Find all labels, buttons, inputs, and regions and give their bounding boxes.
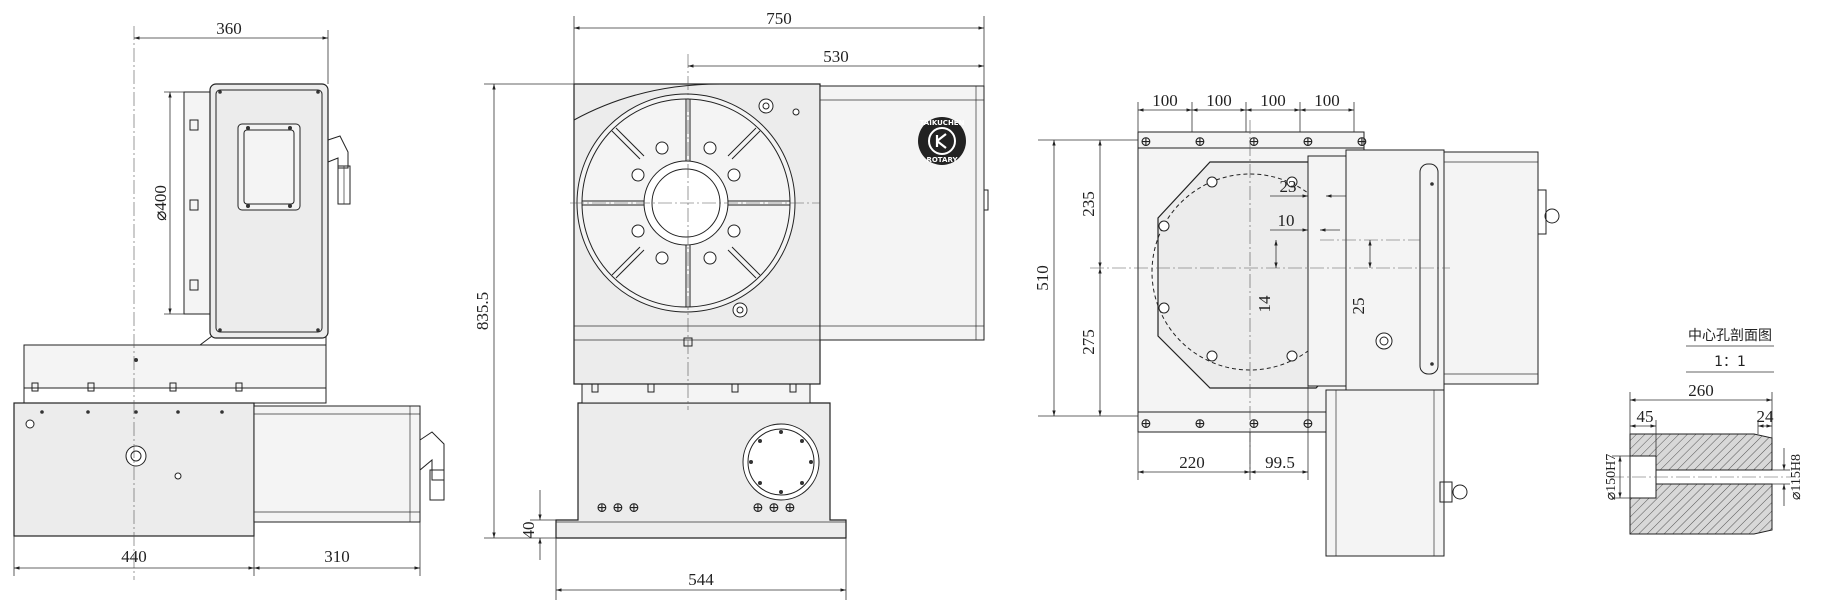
side-motor-housing <box>253 405 421 523</box>
side-rotary-head <box>209 83 329 339</box>
dim-top-pitch-4: 100 <box>1314 91 1340 110</box>
dim-top-10: 10 <box>1278 211 1295 230</box>
front-faceplate-bolts <box>631 141 741 265</box>
svg-text:⊕: ⊕ <box>1140 417 1152 432</box>
svg-text:⊕: ⊕ <box>1356 135 1368 150</box>
top-motor-right <box>1443 151 1539 385</box>
dim-top-25: 25 <box>1349 298 1368 315</box>
svg-text:⊕: ⊕ <box>1140 135 1152 150</box>
dim-top-99-5: 99.5 <box>1265 453 1295 472</box>
dim-top-14: 14 <box>1255 295 1274 313</box>
top-motor-right-ring <box>1544 208 1560 224</box>
dim-section-right-step: 24 <box>1757 407 1775 426</box>
section-title: 中心孔剖面图 <box>1688 328 1772 344</box>
dim-top-height-lower: 275 <box>1079 329 1098 355</box>
side-cover-plate <box>237 123 301 211</box>
side-view: 360 ⌀400 440 310 <box>13 19 445 580</box>
center-hole-section: 中心孔剖面图 1：1 260 45 24 ⌀150H7 ⌀115H8 <box>1604 328 1804 535</box>
dim-top-height-upper: 235 <box>1079 191 1098 217</box>
dim-side-motor-length: 310 <box>324 547 350 566</box>
top-motor-down <box>1325 389 1445 557</box>
dim-front-base-height: 40 <box>519 522 538 539</box>
svg-text:⊕: ⊕ <box>1248 135 1260 150</box>
dim-side-base-width: 440 <box>121 547 147 566</box>
svg-text:⊕: ⊕ <box>1194 135 1206 150</box>
dim-top-pitch-2: 100 <box>1206 91 1232 110</box>
front-view: ⊕ ⊕ ⊕ ⊕ ⊕ ⊕ TAIKUCHEN ROTARY <box>473 9 989 600</box>
top-motor-down-ring <box>1452 484 1468 500</box>
section-hatch-bottom <box>1629 483 1773 535</box>
dim-front-total-width: 750 <box>766 9 792 28</box>
section-hatch-top <box>1629 433 1773 471</box>
dim-side-plate-diameter: ⌀400 <box>151 185 170 221</box>
front-faceplate-slots <box>582 99 790 307</box>
svg-text:⊕: ⊕ <box>612 501 624 516</box>
dim-top-220: 220 <box>1179 453 1205 472</box>
top-head-body <box>1307 155 1347 387</box>
dim-front-base-width: 544 <box>688 570 714 589</box>
dim-section-inner-bore: ⌀115H8 <box>1789 454 1804 500</box>
dim-top-23: 23 <box>1280 177 1297 196</box>
svg-text:⊕: ⊕ <box>768 501 780 516</box>
dim-front-table-offset: 530 <box>823 47 849 66</box>
side-head-connector <box>327 135 349 169</box>
dim-section-length: 260 <box>1688 381 1714 400</box>
dim-section-outer-bore: ⌀150H7 <box>1604 454 1619 501</box>
front-base-marks: ⊕ ⊕ ⊕ ⊕ ⊕ ⊕ <box>596 501 796 516</box>
dim-front-total-height: 835.5 <box>473 292 492 330</box>
section-scale: 1：1 <box>1714 354 1746 370</box>
dim-top-height-total: 510 <box>1033 265 1052 291</box>
svg-text:⊕: ⊕ <box>784 501 796 516</box>
dim-top-pitch-3: 100 <box>1260 91 1286 110</box>
svg-text:⊕: ⊕ <box>1248 417 1260 432</box>
side-table-plate <box>23 344 327 389</box>
svg-text:⊕: ⊕ <box>1302 135 1314 150</box>
side-plate-flange <box>183 91 211 315</box>
svg-text:⊕: ⊕ <box>628 501 640 516</box>
dim-section-left-step: 45 <box>1637 407 1654 426</box>
front-base-cover <box>742 423 820 501</box>
brand-logo-tagline: ROTARY <box>926 156 958 164</box>
side-motor-connector <box>419 431 445 481</box>
brand-logo: TAIKUCHEN ROTARY <box>918 117 966 165</box>
dim-top-pitch-1: 100 <box>1152 91 1178 110</box>
svg-text:⊕: ⊕ <box>596 501 608 516</box>
svg-text:⊕: ⊕ <box>752 501 764 516</box>
dim-side-top-width: 360 <box>216 19 242 38</box>
svg-text:⊕: ⊕ <box>1194 417 1206 432</box>
brand-logo-text: TAIKUCHEN <box>920 119 965 127</box>
top-view: ⊕⊕ ⊕⊕ ⊕ ⊕⊕ ⊕⊕ <box>1033 91 1560 557</box>
top-main-housing <box>1345 149 1445 391</box>
